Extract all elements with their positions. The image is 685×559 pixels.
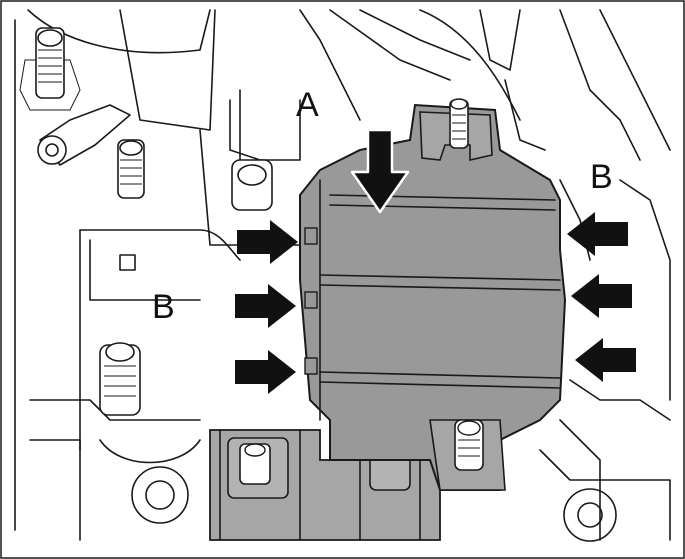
fuse-box-cover xyxy=(299,98,567,491)
arrow-left-icon xyxy=(575,338,636,382)
arrow-left-icon xyxy=(571,274,632,318)
arrow-left-icon xyxy=(567,212,628,256)
callout-label-b-right: B xyxy=(590,158,613,196)
background-structure xyxy=(14,9,671,542)
battery-terminal-bolts xyxy=(35,27,273,416)
arrow-right-icon xyxy=(237,220,298,264)
callout-label-b-left: B xyxy=(152,288,175,326)
arrow-right-icon xyxy=(235,350,296,394)
arrow-down-icon xyxy=(350,128,410,214)
arrow-right-icon xyxy=(235,284,296,328)
callout-label-a: A xyxy=(296,86,319,124)
